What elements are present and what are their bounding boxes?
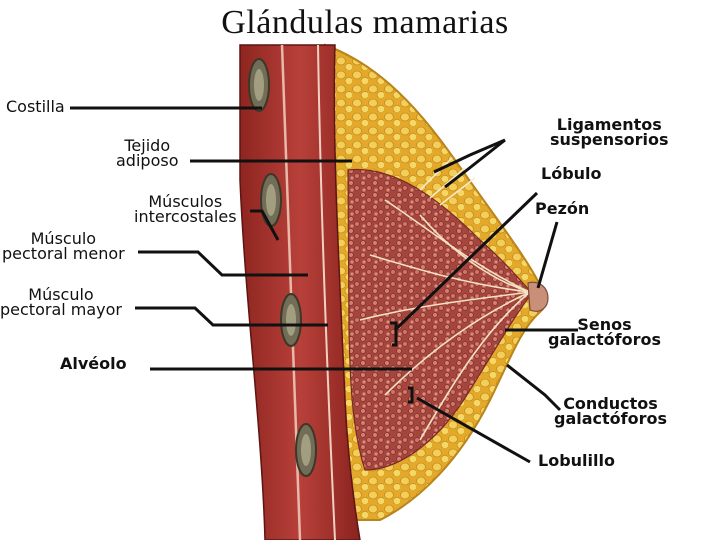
label-costilla-text: Costilla: [6, 99, 65, 114]
label-musc-mayor-line2: pectoral mayor: [0, 302, 122, 317]
label-senos-galactoforos: Senos galactóforos: [548, 317, 661, 347]
label-lobulillo-text: Lobulillo: [538, 453, 615, 468]
label-musculo-pectoral-mayor: Músculo pectoral mayor: [0, 287, 122, 317]
label-pezon: Pezón: [535, 201, 589, 216]
glandular-tissue: [348, 170, 532, 470]
label-tejido-line2: adiposo: [116, 153, 178, 168]
label-musculos-intercostales: Músculos intercostales: [134, 194, 237, 224]
label-alveolo: Alvéolo: [60, 356, 127, 371]
label-conductos-galactoforos: Conductos galactóforos: [554, 396, 667, 426]
label-ligamentos-suspensorios: Ligamentos suspensorios: [550, 117, 669, 147]
diagram-title: Glándulas mamarias: [0, 4, 720, 42]
label-lobulillo: Lobulillo: [538, 453, 615, 468]
leader-line-pezon: [538, 222, 557, 288]
label-alveolo-text: Alvéolo: [60, 356, 127, 371]
label-musculo-pectoral-menor: Músculo pectoral menor: [2, 231, 125, 261]
label-musc-inter-line2: intercostales: [134, 209, 237, 224]
label-ligamentos-line2: suspensorios: [550, 132, 669, 147]
label-lobulo: Lóbulo: [541, 166, 602, 181]
label-pezon-text: Pezón: [535, 201, 589, 216]
label-conductos-line2: galactóforos: [554, 411, 667, 426]
label-senos-line2: galactóforos: [548, 332, 661, 347]
label-tejido-adiposo: Tejido adiposo: [116, 138, 178, 168]
label-musc-menor-line2: pectoral menor: [2, 246, 125, 261]
leader-line-conductos: [507, 365, 560, 410]
label-lobulo-text: Lóbulo: [541, 166, 602, 181]
label-costilla: Costilla: [6, 99, 65, 114]
